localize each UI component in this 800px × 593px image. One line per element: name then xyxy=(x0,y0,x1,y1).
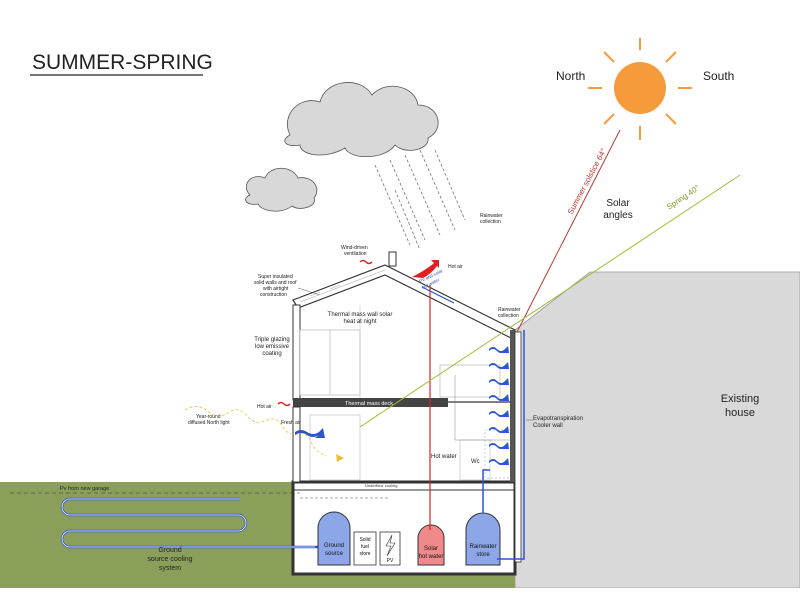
solar-hot-water-label-1: Solar xyxy=(424,546,438,552)
hot-air-top-label: Hot air xyxy=(448,264,463,270)
thermal-wall-label-1: Thermal mass wall solar xyxy=(328,312,393,318)
fresh-air-label: Fresh air xyxy=(281,420,301,426)
ground-cooling-label-3: system xyxy=(159,565,181,572)
lightning-icon xyxy=(385,534,396,557)
solar-hot-water-label-2: hot water xyxy=(419,554,444,560)
ground-cooling-label-1: Ground xyxy=(158,547,181,554)
underfloor-label: Underfloor cooling xyxy=(365,483,397,488)
insulated-label-4: construction xyxy=(260,292,287,298)
glazing-label-1: Triple glazing xyxy=(254,337,289,343)
wind-ventilation-label-1: Wind-driven xyxy=(341,245,368,251)
evapo-label-1: Evapotranspiration xyxy=(533,416,583,422)
solid-fuel-label-3: store xyxy=(359,551,370,557)
solid-fuel-label-1: Solid xyxy=(359,537,370,543)
solid-fuel-store: Solid fuel store xyxy=(353,531,377,566)
north-label: North xyxy=(556,69,585,83)
pv-battery: PV xyxy=(379,531,401,566)
glazing-label-3: coating xyxy=(262,351,281,357)
pv-panel xyxy=(421,286,455,304)
evapo-label-2: Cooler wall xyxy=(533,423,563,429)
ground-cooling-label-2: source cooling xyxy=(147,556,192,563)
hot-air-arrow-icon xyxy=(412,260,439,278)
hot-air-left-squiggle-icon xyxy=(277,401,291,407)
wind-squiggle-icon xyxy=(359,259,373,265)
summer-solstice-label: Summer solstice 64° xyxy=(566,147,608,216)
wc-label: Wc xyxy=(471,459,480,465)
thermal-mass-deck xyxy=(293,398,448,407)
spring-label: Spring 40° xyxy=(665,183,701,211)
north-light-label-1: Year-round xyxy=(196,414,221,420)
ground-source-tank: Ground source xyxy=(317,511,351,566)
upper-left-wall xyxy=(292,304,301,401)
house: Thermal mass deck xyxy=(292,251,522,563)
hot-water-label: Hot water xyxy=(431,454,457,460)
roof xyxy=(292,264,516,341)
ground-source-label-1: Ground xyxy=(324,543,344,549)
south-label: South xyxy=(703,69,734,83)
insulated-label-3: with airtight xyxy=(263,286,289,292)
existing-house-label-2: house xyxy=(725,407,755,419)
rain-lines xyxy=(374,149,466,251)
ground-cooling-coil-highlight xyxy=(61,498,315,548)
pv-garage-label: Pv from new garage xyxy=(60,486,109,492)
sun-icon xyxy=(588,38,692,140)
summer-solstice-line xyxy=(516,129,621,333)
diagram-title: SUMMER-SPRING xyxy=(32,51,213,74)
north-light-arrowhead-icon xyxy=(336,454,344,462)
thermal-wall-label-2: heat at night xyxy=(343,319,376,325)
north-light-label-2: diffused North light xyxy=(188,420,230,426)
solar-angles-label-2: angles xyxy=(603,210,632,221)
lower-left-wall xyxy=(292,406,301,483)
lower-window-frame xyxy=(309,414,361,481)
solid-fuel-label-2: fuel xyxy=(361,544,369,550)
thermal-deck-label: Thermal mass deck xyxy=(345,401,393,407)
rainwater-pipe xyxy=(482,469,490,513)
existing-house xyxy=(514,271,800,589)
wind-ventilation-label-2: ventilation xyxy=(344,251,367,257)
rain-collection-label-2: collection xyxy=(480,219,501,225)
chimney xyxy=(388,251,397,267)
solar-hot-water-tank: Solar hot water xyxy=(417,524,445,566)
north-light-path xyxy=(184,406,327,457)
insulated-label-2: solid walls and roof xyxy=(254,280,297,286)
cloud-large-icon xyxy=(284,82,439,158)
rainwater-store-label-1: Rainwater xyxy=(469,544,496,550)
cooler-wall-arrows xyxy=(489,346,509,465)
existing-house-label-1: Existing xyxy=(721,393,760,405)
existing-house-party-wall xyxy=(514,331,522,563)
ground-source-label-2: source xyxy=(325,551,344,557)
rainwater-store-label-2: store xyxy=(476,552,490,558)
glazing-label-2: low emissive xyxy=(255,344,290,350)
pv-store-label: PV xyxy=(387,558,394,564)
cloud-small-icon xyxy=(245,167,318,212)
roof-rainwater-label-2: collection xyxy=(498,313,519,319)
roof-rainwater-label-1: Rainwater xyxy=(498,307,521,313)
rainwater-store-tank: Rainwater store xyxy=(465,512,501,566)
solar-angles-label-1: Solar xyxy=(606,198,630,209)
insulated-label-1: Super insulated xyxy=(258,274,293,280)
hot-air-left-label: Hot air xyxy=(257,404,272,410)
spring-line xyxy=(359,174,741,428)
evapotranspiration-wall xyxy=(510,330,515,482)
rainwater-downpipe xyxy=(497,330,525,560)
rain-collection-label-1: Rainwater xyxy=(480,213,503,219)
fresh-air-arrow-icon xyxy=(295,428,325,438)
